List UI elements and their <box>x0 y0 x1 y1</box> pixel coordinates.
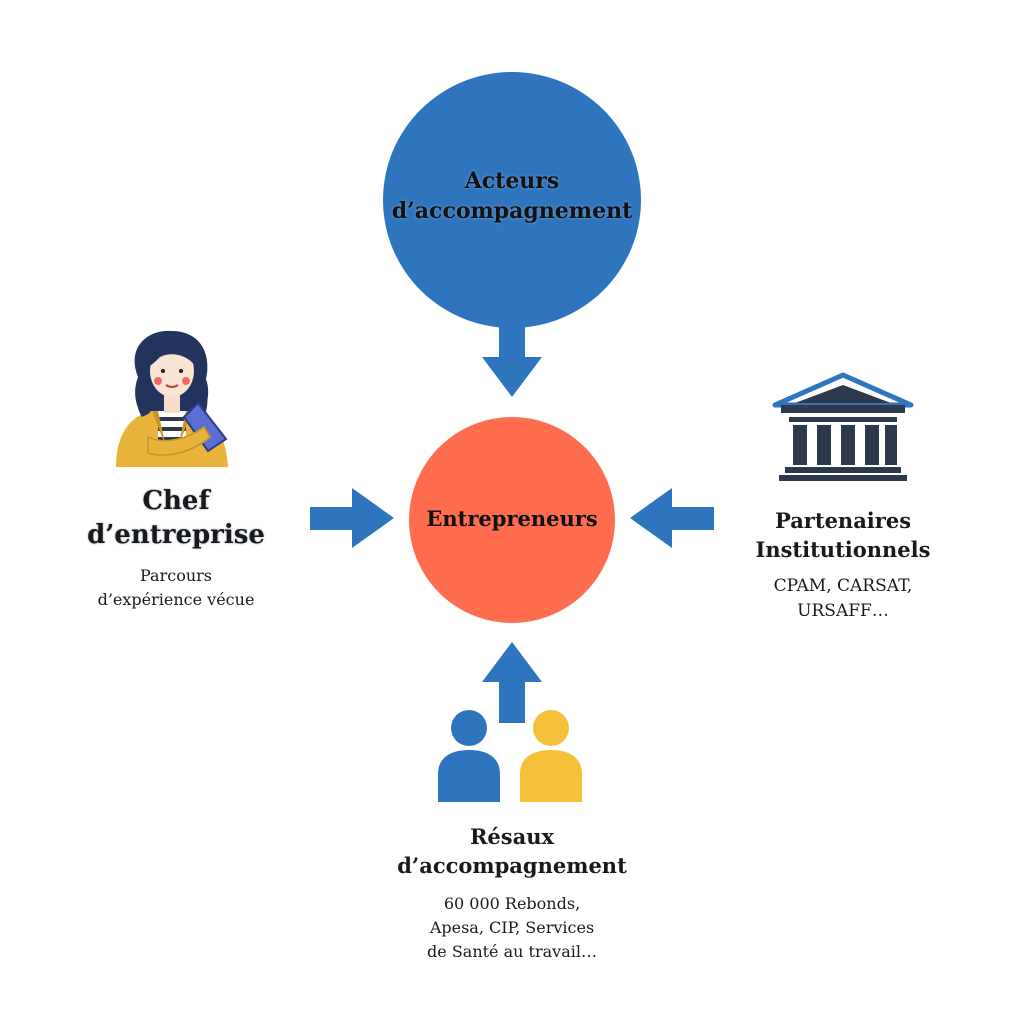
right-node-sub-line1: CPAM, CARSAT, <box>773 576 913 596</box>
up-arrow-icon <box>482 642 542 723</box>
bottom-node-sub-line3: de Santé au travail… <box>427 942 597 961</box>
center-node-circle: Entrepreneurs <box>409 417 615 623</box>
people-icon <box>438 710 582 802</box>
top-node-label-line2: d’accompagnement <box>391 198 633 224</box>
businesswoman-illustration <box>116 330 228 467</box>
bottom-node-title-line1: Résaux <box>469 824 555 849</box>
top-node-label: Acteurs d’accompagnement <box>383 166 641 226</box>
down-arrow-icon <box>482 325 542 397</box>
left-node-title: Chef d’entreprise <box>48 484 304 552</box>
right-node-title: Partenaires Institutionnels <box>715 506 971 564</box>
bottom-node-subtitle: 60 000 Rebonds, Apesa, CIP, Services de … <box>384 892 640 964</box>
top-node-circle: Acteurs d’accompagnement <box>383 72 641 328</box>
left-node-title-line2: d’entreprise <box>87 520 265 550</box>
left-node-title-line1: Chef <box>142 486 210 516</box>
left-node-subtitle: Parcours d’expérience vécue <box>48 564 304 612</box>
center-node-label: Entrepreneurs <box>426 506 598 531</box>
right-node-title-line2: Institutionnels <box>755 537 931 562</box>
right-arrow-icon <box>310 488 394 548</box>
left-arrow-icon <box>630 488 714 548</box>
right-node-sub-line2: URSAFF… <box>797 601 889 621</box>
bottom-node-title: Résaux d’accompagnement <box>384 822 640 880</box>
right-node-subtitle: CPAM, CARSAT, URSAFF… <box>715 574 971 624</box>
bottom-node-sub-line1: 60 000 Rebonds, <box>443 894 581 913</box>
right-node-title-line1: Partenaires <box>774 508 912 533</box>
bottom-node-sub-line2: Apesa, CIP, Services <box>429 918 595 937</box>
institution-building-icon <box>772 372 914 481</box>
left-node-sub-line2: d’expérience vécue <box>97 590 255 609</box>
bottom-node-title-line2: d’accompagnement <box>397 853 627 878</box>
top-node-label-line1: Acteurs <box>464 168 560 194</box>
left-node-sub-line1: Parcours <box>140 566 212 585</box>
